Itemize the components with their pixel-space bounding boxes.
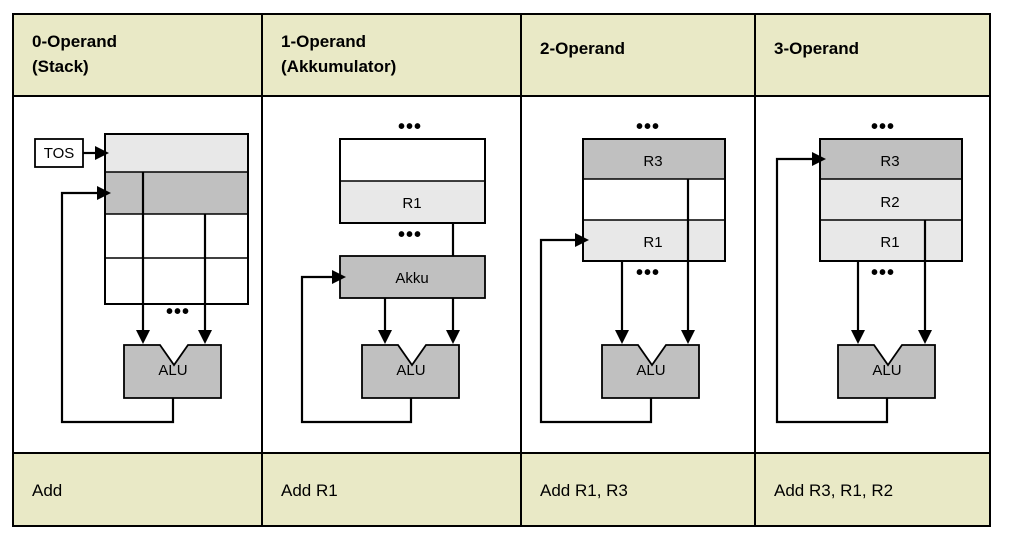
ellipsis-regfile-below-1: ••• bbox=[398, 224, 422, 246]
footer-cell-0 bbox=[14, 454, 261, 525]
stack-cell-fourth bbox=[105, 258, 248, 304]
ellipsis-regfile-below-3: ••• bbox=[871, 262, 895, 284]
result-feedback-arrowhead bbox=[97, 186, 111, 200]
stack-cell-third bbox=[105, 214, 248, 258]
reg-cell-r2-3 bbox=[820, 179, 962, 220]
column-3-operand-diagram: ••• R3 R2 R1 ••• ALU bbox=[775, 116, 963, 424]
alu-shape-1 bbox=[361, 344, 460, 399]
alu-shape-2 bbox=[601, 344, 700, 399]
operand-arrowhead-right-2 bbox=[681, 330, 695, 344]
instruction-3: Add R3, R1, R2 bbox=[774, 481, 893, 500]
ellipsis-regfile-above-1: ••• bbox=[398, 116, 422, 138]
header-cell-0 bbox=[14, 15, 261, 95]
reg-label-r1: R1 bbox=[402, 195, 421, 212]
operand-arrowhead-right-3 bbox=[918, 330, 932, 344]
result-feedback-wire-3 bbox=[775, 157, 889, 424]
reg-cell-r1-2 bbox=[583, 220, 725, 261]
column-0-operand-diagram: ••• ALU TOS bbox=[34, 133, 249, 424]
operand-arrowhead-right bbox=[198, 330, 212, 344]
instruction-2: Add R1, R3 bbox=[540, 481, 628, 500]
header-title-1-line2: (Akkumulator) bbox=[281, 57, 396, 76]
operand-arrowhead-left bbox=[136, 330, 150, 344]
reg-cell-r1 bbox=[340, 181, 485, 223]
reg-label-r1-2: R1 bbox=[643, 234, 662, 251]
result-feedback-wire-1 bbox=[300, 275, 413, 424]
reg-label-r3-3: R3 bbox=[880, 153, 899, 170]
header-title-0-line1: 0-Operand bbox=[32, 32, 117, 51]
instruction-0: Add bbox=[32, 481, 62, 500]
instruction-1: Add R1 bbox=[281, 481, 338, 500]
accumulator-label: Akku bbox=[395, 270, 428, 287]
alu-label-1: ALU bbox=[396, 362, 425, 379]
result-feedback-arrowhead-3 bbox=[812, 152, 826, 166]
header-title-0-line2: (Stack) bbox=[32, 57, 89, 76]
column-2-operand-diagram: ••• R3 R1 ••• ALU bbox=[539, 116, 726, 424]
reg-cell-r1-3 bbox=[820, 220, 962, 261]
reg-cell-empty-2 bbox=[583, 179, 725, 220]
ellipsis-regfile-above-2: ••• bbox=[636, 116, 660, 138]
alu-label: ALU bbox=[158, 362, 187, 379]
header-title-1-line1: 1-Operand bbox=[281, 32, 366, 51]
operand-arrowhead-left-2 bbox=[615, 330, 629, 344]
operand-arrowhead-right-1 bbox=[446, 330, 460, 344]
operand-arrowhead-left-1 bbox=[378, 330, 392, 344]
stack-cell-top bbox=[105, 134, 248, 172]
alu-shape bbox=[123, 344, 222, 399]
ellipsis-regfile-below-2: ••• bbox=[636, 262, 660, 284]
reg-label-r1-3: R1 bbox=[880, 234, 899, 251]
reg-cell-r3-2 bbox=[583, 139, 725, 179]
reg-cell-r3-3 bbox=[820, 139, 962, 179]
header-row: 0-Operand (Stack) 1-Operand (Akkumulator… bbox=[14, 15, 989, 95]
header-title-3-line1: 3-Operand bbox=[774, 39, 859, 58]
tos-pointer-label: TOS bbox=[44, 145, 75, 162]
result-feedback-wire-2 bbox=[539, 238, 653, 424]
operand-arrowhead-left-3 bbox=[851, 330, 865, 344]
footer-cell-2 bbox=[522, 454, 754, 525]
result-feedback-arrowhead-1 bbox=[332, 270, 346, 284]
header-cell-3 bbox=[756, 15, 989, 95]
reg-label-r3-2: R3 bbox=[643, 153, 662, 170]
stack-cell-second bbox=[105, 172, 248, 214]
reg-label-r2-3: R2 bbox=[880, 194, 899, 211]
header-title-2-line1: 2-Operand bbox=[540, 39, 625, 58]
ellipsis-stack-below: ••• bbox=[166, 301, 190, 323]
footer-cell-3 bbox=[756, 454, 989, 525]
footer-row: Add Add R1 Add R1, R3 Add R3, R1, R2 bbox=[14, 454, 989, 525]
alu-shape-3 bbox=[837, 344, 936, 399]
alu-label-2: ALU bbox=[636, 362, 665, 379]
footer-cell-1 bbox=[263, 454, 520, 525]
tos-pointer-arrowhead bbox=[95, 146, 109, 160]
result-feedback-wire bbox=[60, 191, 175, 424]
header-cell-1 bbox=[263, 15, 520, 95]
result-feedback-arrowhead-2 bbox=[575, 233, 589, 247]
reg-cell-empty-1 bbox=[340, 139, 485, 181]
ellipsis-regfile-above-3: ••• bbox=[871, 116, 895, 138]
alu-label-3: ALU bbox=[872, 362, 901, 379]
header-cell-2 bbox=[522, 15, 754, 95]
column-1-operand-diagram: ••• R1 ••• Akku ALU bbox=[300, 116, 486, 424]
